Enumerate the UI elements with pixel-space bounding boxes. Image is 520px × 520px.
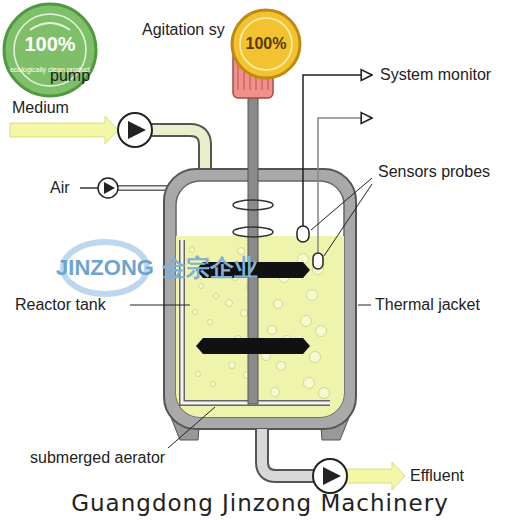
bubble [190,248,195,253]
watermark: JINZONG [56,255,154,280]
part-label: Thermal jacket [375,296,480,314]
outlet-pipe [262,429,318,476]
part-label: Sensors probes [378,163,490,181]
leader-line [130,305,190,306]
part-label: Medium [12,99,69,117]
bubble [208,320,213,325]
medium-arrow [10,116,118,144]
thermal-jacket [164,169,356,429]
bubble [211,382,216,387]
sensor-probes [297,75,372,269]
bubble [307,290,318,301]
effluent-arrow [347,462,405,490]
medium-pump [118,113,152,147]
bubble [214,294,219,299]
part-label: pump [50,67,90,85]
part-label: submerged aerator [30,449,165,467]
air-pump [98,178,118,198]
bubble [193,310,198,315]
guarantee-badge [232,10,300,78]
badge-text: 100% [246,35,287,53]
bubble [268,326,277,335]
bubble [274,300,283,309]
bubble [226,300,233,307]
part-label: Reactor tank [15,296,106,314]
bubble [238,248,245,255]
part-label: Air [50,179,70,197]
bubble [271,388,280,397]
air-inlet [80,187,98,189]
bubble [229,362,236,369]
footer-text: Guangdong Jinzong Machinery [71,490,449,516]
bubble [199,284,204,289]
leader-line [358,305,371,306]
part-label: Agitation sy [142,21,225,39]
watermark: 金宗企业 [162,254,258,282]
bubble [316,326,327,337]
spin-arrows [233,200,273,237]
bubble [196,372,201,377]
bubble [304,378,315,389]
leader-line [168,407,215,448]
eco-badge [4,4,96,96]
outlet-pipe-fill [262,429,318,476]
bubble [319,388,330,399]
bubble [277,362,286,371]
bubble [241,310,248,317]
part-label: System monitor [380,66,491,84]
bubble [310,352,321,363]
part-label: Effluent [410,467,464,485]
badge-text: 100% [24,33,75,56]
bubble [301,316,312,327]
shaft [248,96,258,404]
effluent-pump [313,459,347,493]
reactor-tank [164,169,356,440]
